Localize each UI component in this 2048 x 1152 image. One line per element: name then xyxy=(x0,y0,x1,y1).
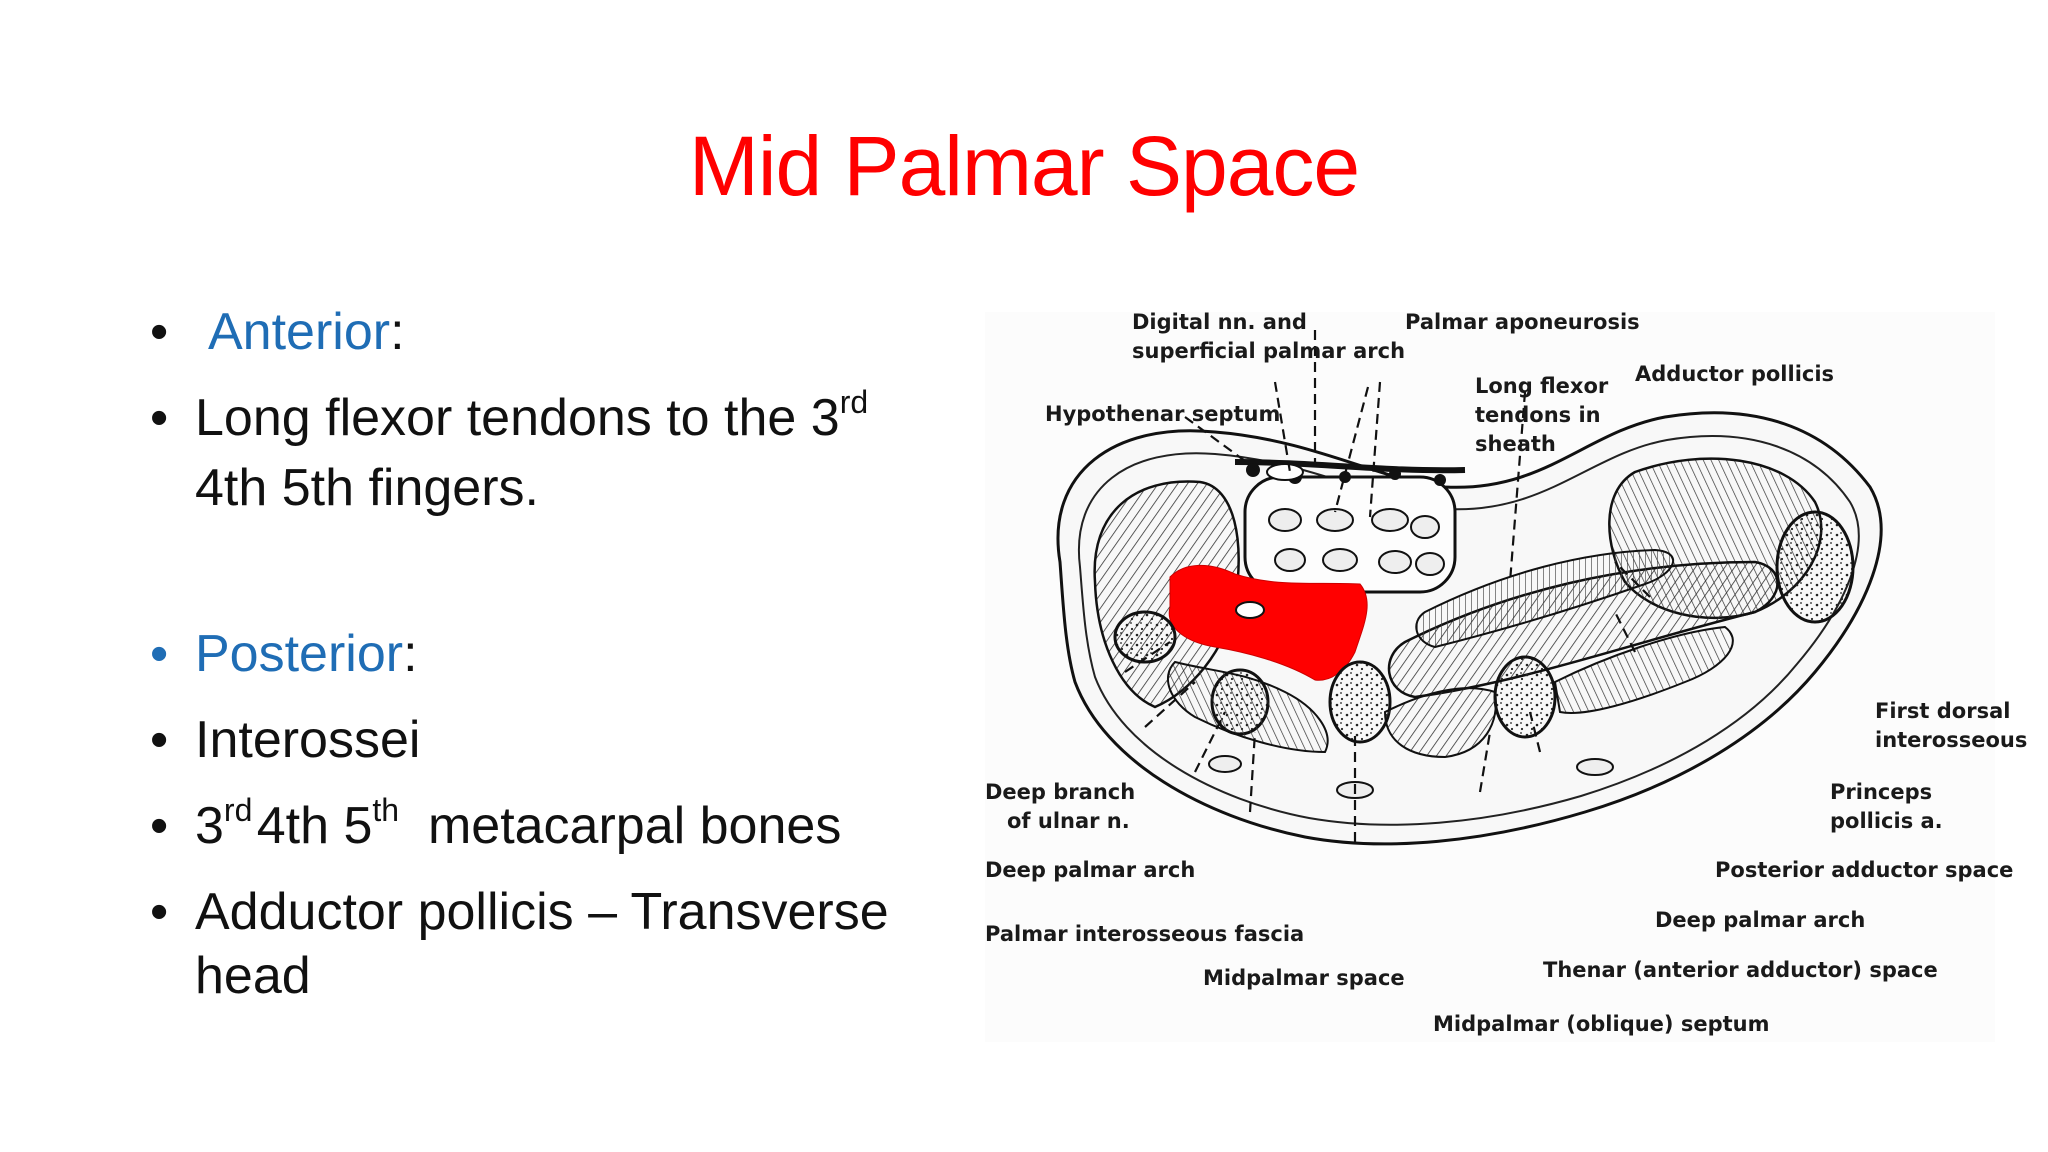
slide-title: Mid Palmar Space xyxy=(688,119,1360,213)
label-palmar-aponeurosis: Palmar aponeurosis xyxy=(1405,310,1640,334)
label-deep-palmar-arch-left: Deep palmar arch xyxy=(985,858,1196,882)
bullet-dot: • xyxy=(150,797,169,855)
bullet-dot: • xyxy=(150,883,169,941)
bullet-dot: • xyxy=(150,711,169,769)
metacarpal-3 xyxy=(1328,660,1392,744)
bullet-text: metacarpal bones xyxy=(399,797,842,855)
interossei-muscles xyxy=(1166,660,1329,754)
midpalmar-space-highlight xyxy=(1168,564,1368,681)
bullet-text-line2: 4th 5th fingers. xyxy=(195,459,539,517)
cross-section-drawing xyxy=(1056,330,1883,846)
anterior-heading: Anterior xyxy=(208,303,391,361)
label-palmar-interosseous-fascia: Palmar interosseous fascia xyxy=(985,922,1305,946)
metacarpal-1 xyxy=(1775,510,1855,624)
superscript: th xyxy=(372,792,400,828)
superscript: rd xyxy=(839,384,869,420)
posterior-heading: Posterior xyxy=(195,625,404,683)
colon: : xyxy=(390,303,405,361)
label-thenar-space: Thenar (anterior adductor) space xyxy=(1543,958,1938,982)
bullet-text: 3 xyxy=(195,797,224,855)
bullet-text-line2: head xyxy=(195,947,311,1005)
bullet-dot: • xyxy=(150,303,169,361)
label-adductor-pollicis: Adductor pollicis xyxy=(1635,362,1835,386)
palmar-aponeurosis-band xyxy=(1234,459,1466,474)
label-deep-palmar-arch-right: Deep palmar arch xyxy=(1655,908,1866,932)
label-midpalmar-septum: Midpalmar (oblique) septum xyxy=(1433,1012,1770,1036)
bullet-dot: • xyxy=(150,389,169,447)
bullet-dot: • xyxy=(150,625,169,683)
thenar-space-region xyxy=(1415,548,1675,649)
label-hypothenar-septum: Hypothenar septum xyxy=(1045,402,1281,426)
bullet-text: Long flexor tendons to the 3 xyxy=(195,389,840,447)
leader-lines xyxy=(1124,330,1651,842)
bullet-text: 4th 5 xyxy=(256,797,373,855)
label-posterior-adductor-space: Posterior adductor space xyxy=(1715,858,2014,882)
superscript: rd xyxy=(223,792,253,828)
bullet-text: Interossei xyxy=(195,711,421,769)
metacarpal-2 xyxy=(1493,655,1557,739)
bullet-text: Adductor pollicis – Transverse xyxy=(195,883,889,941)
metacarpal-5 xyxy=(1113,610,1177,664)
colon: : xyxy=(403,625,418,683)
label-midpalmar-space: Midpalmar space xyxy=(1203,966,1405,990)
